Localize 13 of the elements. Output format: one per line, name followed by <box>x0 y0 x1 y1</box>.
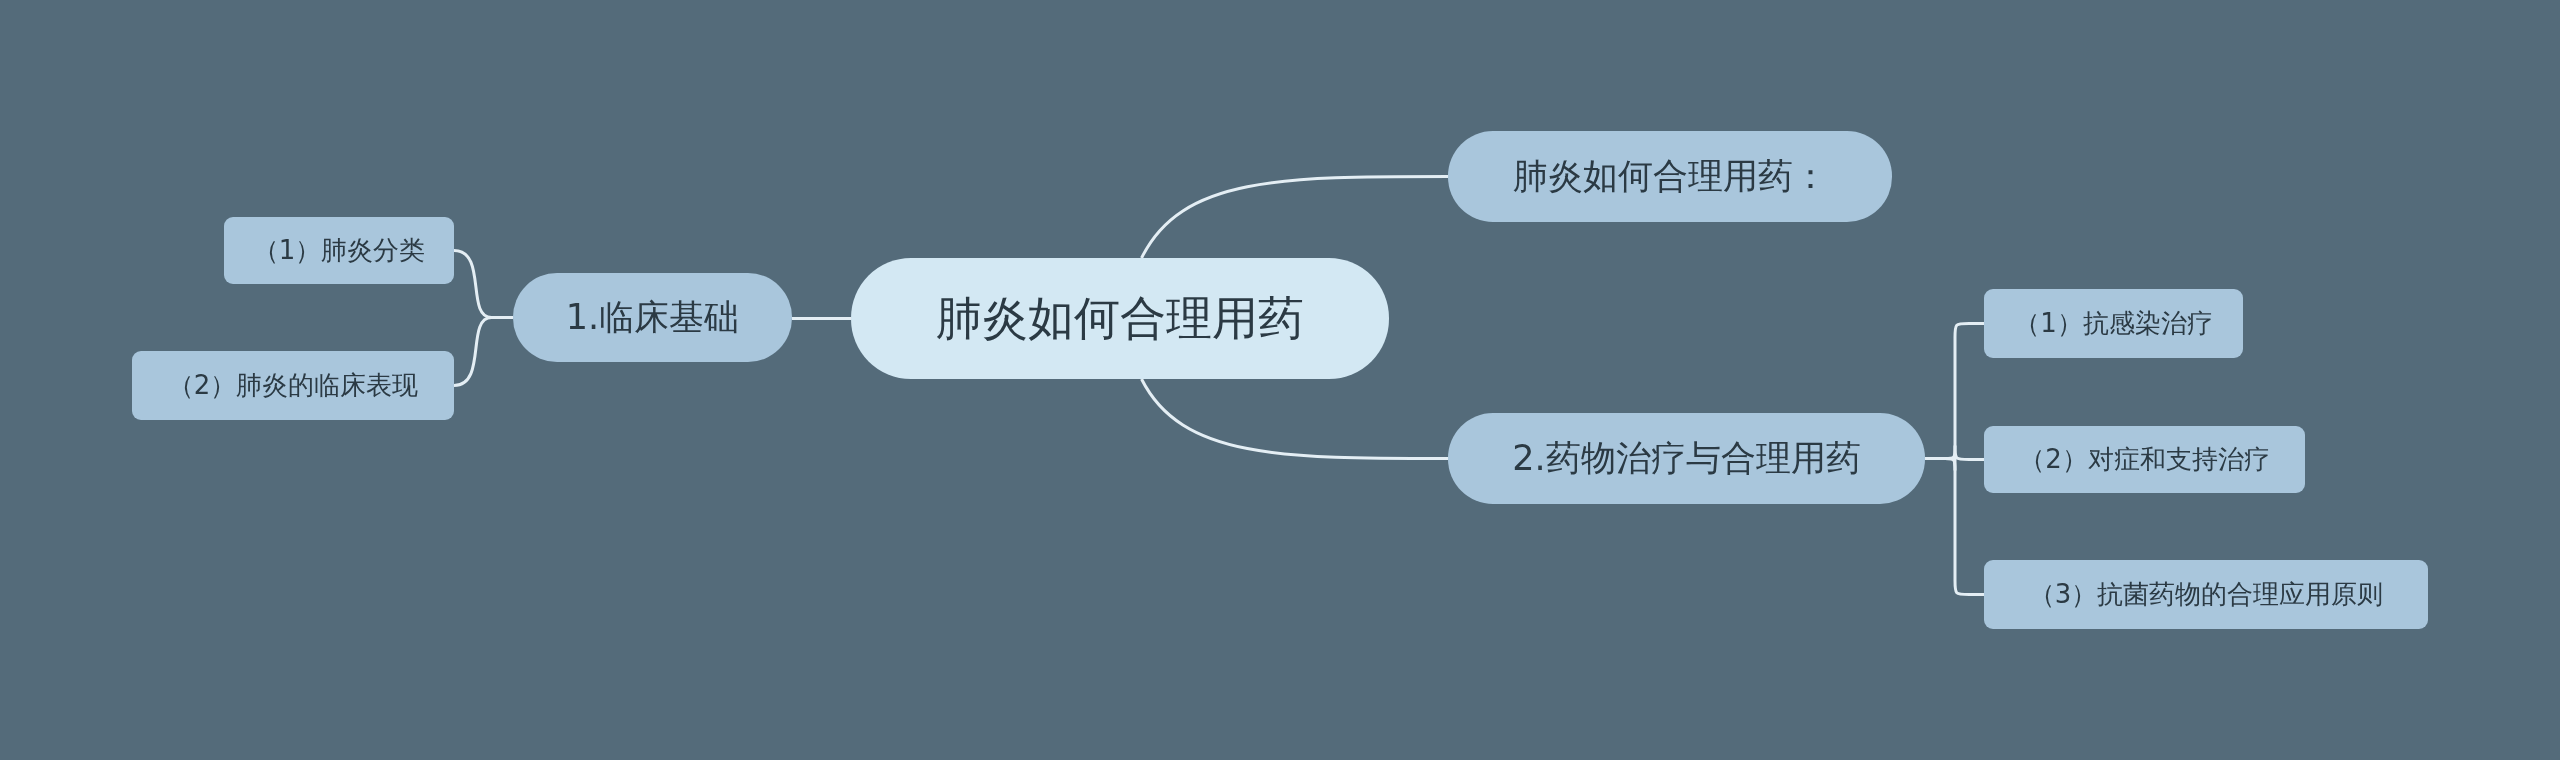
subtopic-box: （2）肺炎的临床表现 <box>132 351 454 420</box>
subtopic-box: （1）抗感染治疗 <box>1984 289 2243 358</box>
central-topic: 肺炎如何合理用药 <box>851 258 1389 379</box>
connector-line <box>453 316 513 387</box>
connector-line <box>1140 378 1448 460</box>
topic-box: 2.药物治疗与合理用药 <box>1448 413 1925 504</box>
subtopic-box: （1）肺炎分类 <box>224 217 454 284</box>
topic-box: 肺炎如何合理用药： <box>1448 131 1892 222</box>
subtopic-box: （3）抗菌药物的合理应用原则 <box>1984 560 2428 629</box>
subtopic-box: （2）对症和支持治疗 <box>1984 426 2305 493</box>
connector-line <box>792 317 851 320</box>
connector-line <box>1140 175 1448 259</box>
topic-box: 1.临床基础 <box>513 273 792 362</box>
